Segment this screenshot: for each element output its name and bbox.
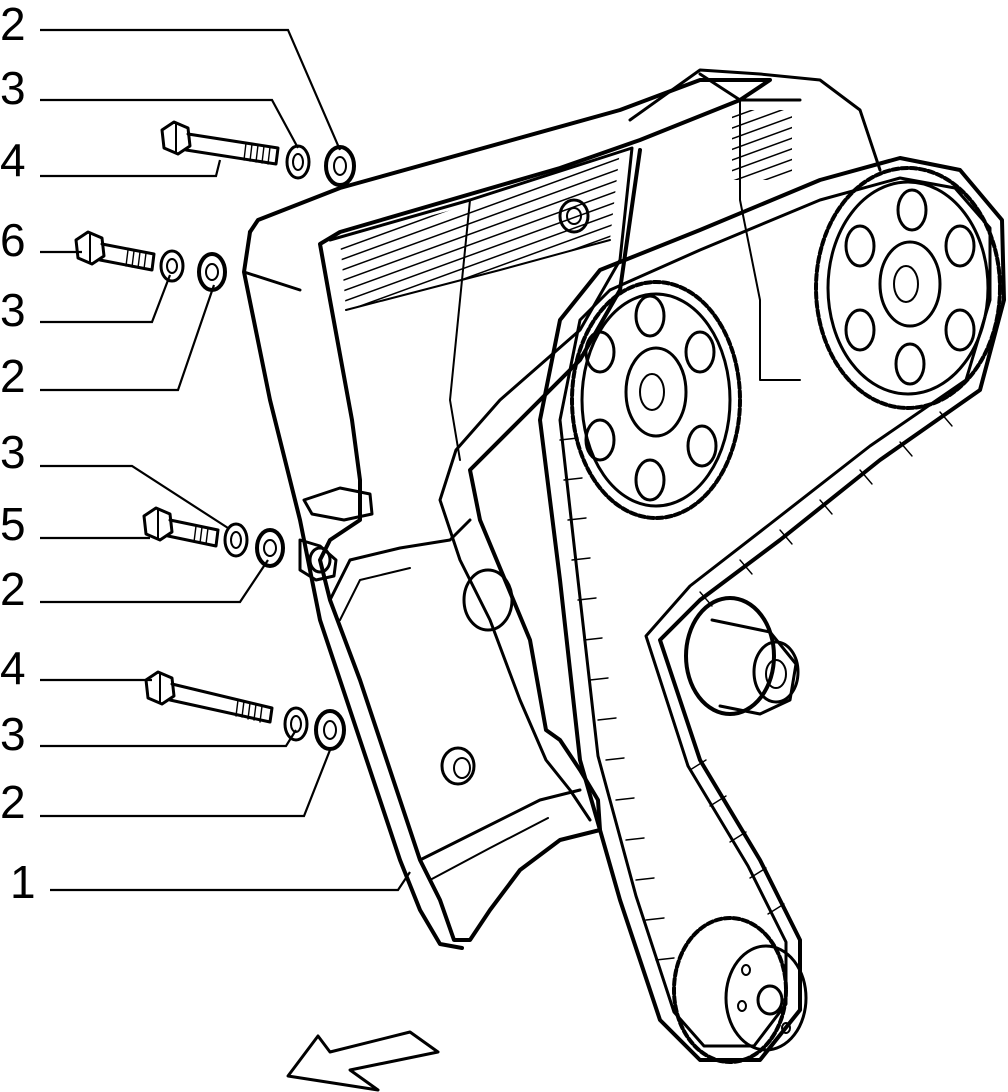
leader-line [40, 274, 172, 324]
callout-label-bolt-4: 4 [0, 134, 26, 186]
callout-label-washer-3: 3 [0, 62, 26, 114]
mounting-boss [440, 746, 476, 786]
callout-label-bolt-6: 6 [0, 214, 26, 266]
leader-line [50, 871, 411, 892]
bolt-4-lower [144, 670, 274, 724]
leader-line [40, 98, 299, 149]
mounting-hole [308, 546, 332, 574]
callout-label-washer-2: 2 [0, 350, 26, 402]
callout-label-washer-3: 3 [0, 284, 26, 336]
callout-label-washer-3: 3 [0, 708, 26, 760]
callout-label-cover-1: 1 [10, 856, 36, 908]
washer-3-third [223, 522, 249, 558]
callout-label-washer-2: 2 [0, 776, 26, 828]
leader-line [40, 749, 332, 818]
callout-label-washer-2: 2 [0, 0, 26, 50]
bolt-5 [142, 506, 220, 548]
washer-3-second [159, 249, 185, 283]
bolt-6 [74, 230, 156, 272]
timing-belt-cover-1 [242, 78, 772, 950]
inspection-port [462, 568, 514, 632]
callout-label-bolt-5: 5 [0, 498, 26, 550]
leader-line [40, 464, 229, 529]
belt-tensioner [684, 596, 800, 716]
washer-2-second [197, 252, 227, 292]
callout-label-bolt-4: 4 [0, 642, 26, 694]
leader-line [40, 729, 297, 748]
washer-3-lower [283, 706, 309, 742]
washer-2-upper [324, 145, 356, 187]
camshaft-pulley-left [570, 280, 742, 520]
callout-labels: 2 3 4 6 3 2 3 5 2 4 3 2 1 [0, 0, 36, 908]
washer-2-third [255, 528, 285, 568]
leader-line [40, 28, 342, 151]
leader-line [40, 284, 216, 392]
leader-line [40, 559, 269, 604]
callout-label-washer-3: 3 [0, 426, 26, 478]
cooling-fins [732, 110, 792, 180]
leader-line [40, 159, 222, 178]
bolt-4-upper [160, 120, 280, 166]
mounting-boss [558, 198, 590, 234]
timing-belt [538, 156, 1006, 1062]
callout-label-washer-2: 2 [0, 563, 26, 615]
washer-3-upper [285, 144, 311, 180]
camshaft-pulley-right [814, 166, 1002, 410]
washer-2-lower [314, 709, 346, 751]
crankshaft-pulley [672, 916, 808, 1064]
direction-arrow-icon [286, 1030, 440, 1092]
